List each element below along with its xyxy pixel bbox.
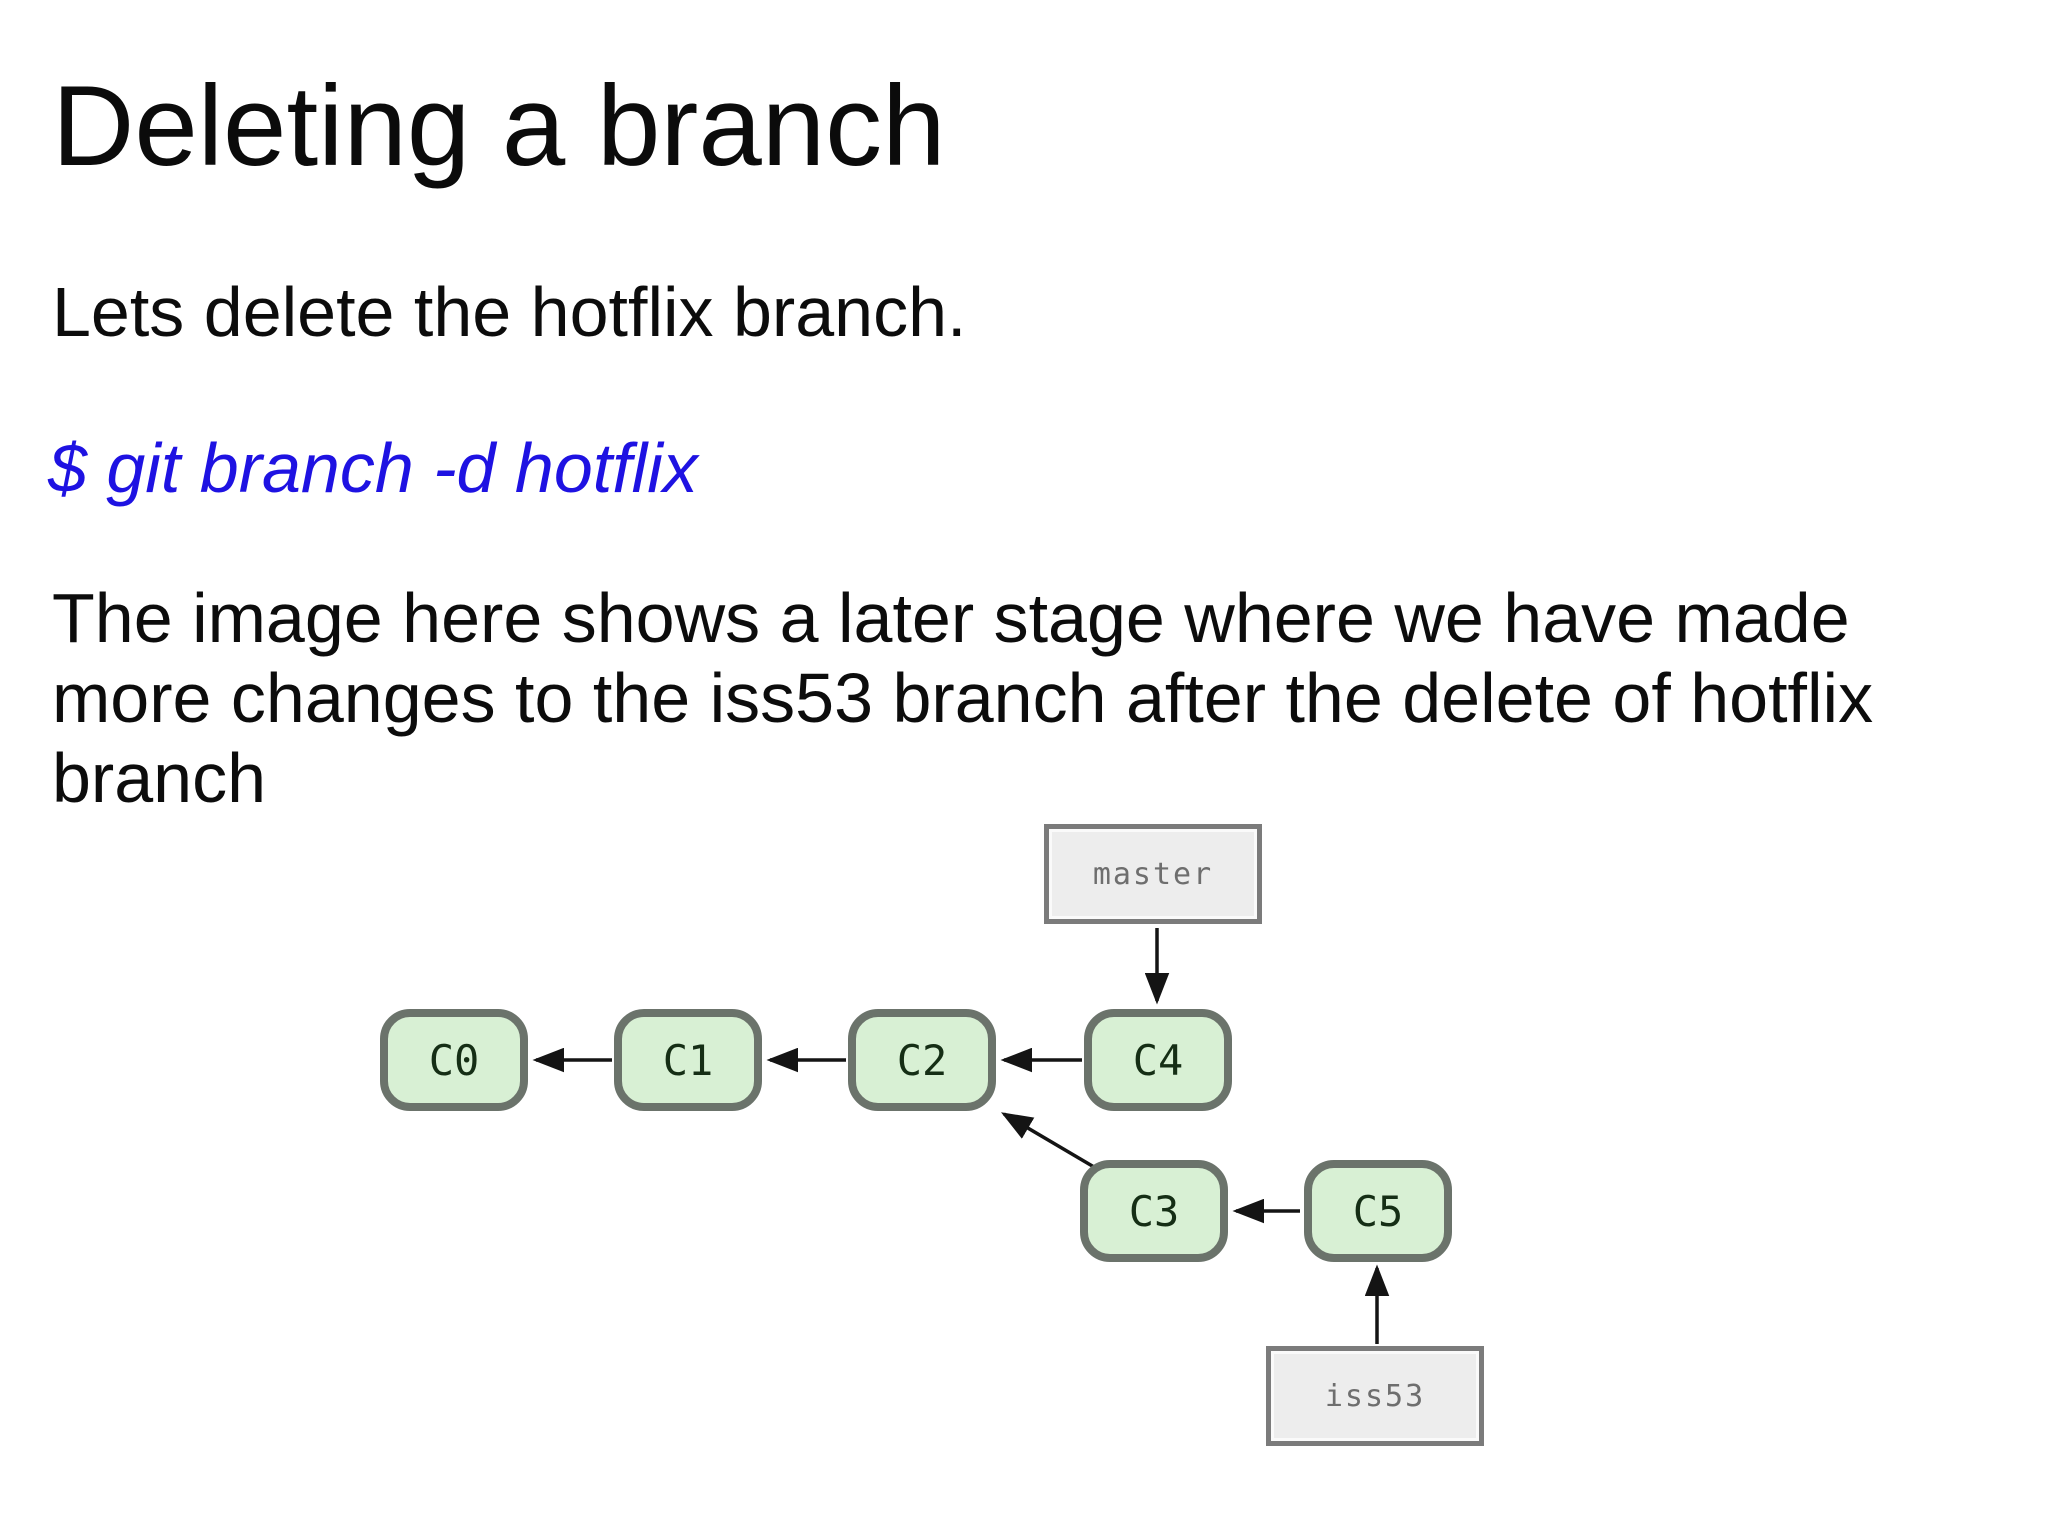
commit-node-c4: C4 [1084, 1009, 1232, 1111]
branch-label-iss53: iss53 [1266, 1346, 1484, 1446]
commit-node-c0: C0 [380, 1009, 528, 1111]
intro-text: Lets delete the hotflix branch. [52, 273, 967, 351]
commit-label: C5 [1352, 1186, 1404, 1236]
commit-label: C0 [428, 1035, 480, 1085]
description-line: The image here shows a later stage where… [52, 579, 1850, 657]
git-command: $ git branch -d hotflix [48, 429, 698, 507]
description-line: more changes to the iss53 branch after t… [52, 659, 1874, 737]
edge-c3-to-c2 [1000, 1112, 1095, 1169]
commit-label: C2 [896, 1035, 948, 1085]
branch-label-text: master [1092, 856, 1214, 892]
branch-label-master: master [1044, 824, 1262, 924]
commit-node-c2: C2 [848, 1009, 996, 1111]
commit-node-c1: C1 [614, 1009, 762, 1111]
description-text: The image here shows a later stage where… [52, 578, 1873, 818]
commit-label: C1 [662, 1035, 714, 1085]
commit-label: C3 [1128, 1186, 1180, 1236]
commit-node-c5: C5 [1304, 1160, 1452, 1262]
commit-label: C4 [1132, 1035, 1184, 1085]
commit-node-c3: C3 [1080, 1160, 1228, 1262]
page-title: Deleting a branch [52, 63, 946, 190]
description-line: branch [52, 739, 267, 817]
branch-label-text: iss53 [1324, 1378, 1426, 1414]
